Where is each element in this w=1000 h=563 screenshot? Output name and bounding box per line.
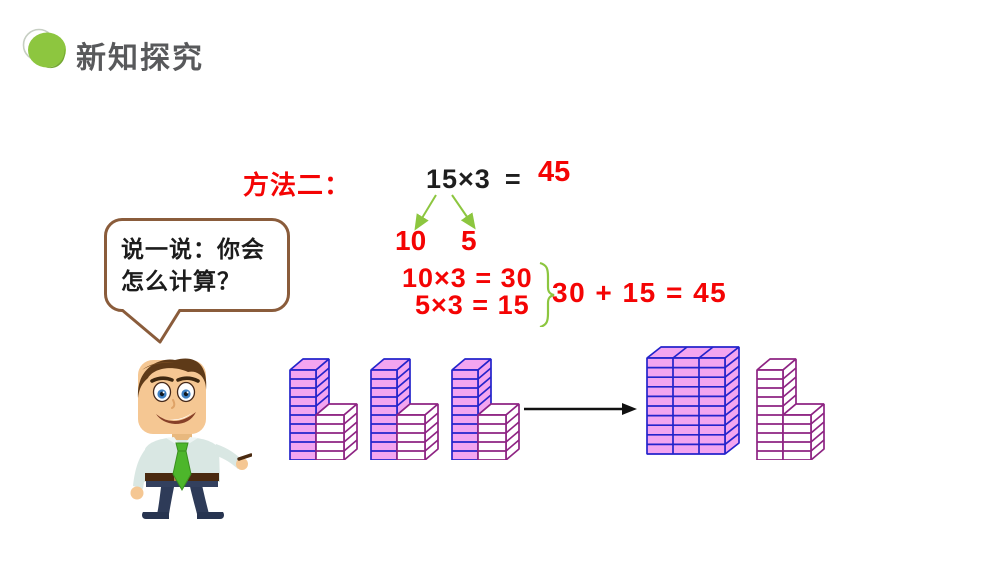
curly-brace-icon xyxy=(539,261,555,327)
speech-bubble-line2: 怎么计算？ xyxy=(121,268,241,294)
speech-bubble-line1: 说一说：你会 xyxy=(121,236,265,262)
green-blob-logo-icon xyxy=(22,28,66,69)
block-group-2 xyxy=(369,350,449,460)
right-arrow-icon xyxy=(524,403,637,415)
main-equation-result: 45 xyxy=(538,156,571,188)
partial-equation-2: 5×3 = 15 xyxy=(415,290,530,320)
split-left-value: 10 xyxy=(395,225,427,256)
main-equation-lhs: 15×3 xyxy=(426,164,491,194)
speech-bubble: 说一说：你会 怎么计算？ xyxy=(104,218,290,312)
block-group-1 xyxy=(288,350,368,460)
split-right-value: 5 xyxy=(461,225,477,256)
main-equation: 15×3 = xyxy=(426,164,522,195)
main-equation-equals: = xyxy=(504,164,522,194)
split-arrows-icon xyxy=(414,194,476,231)
block-group-3 xyxy=(450,350,530,460)
partial-equation-1: 10×3 = 30 xyxy=(402,263,533,293)
method-label: 方法二： xyxy=(243,170,352,200)
total-equation: 30 + 15 = 45 xyxy=(552,277,728,308)
speech-bubble-tail xyxy=(120,309,182,344)
page-title: 新知探究 xyxy=(76,42,204,75)
cartoon-man xyxy=(130,358,252,519)
result-white-block xyxy=(755,350,835,460)
result-pink-block xyxy=(645,344,743,456)
